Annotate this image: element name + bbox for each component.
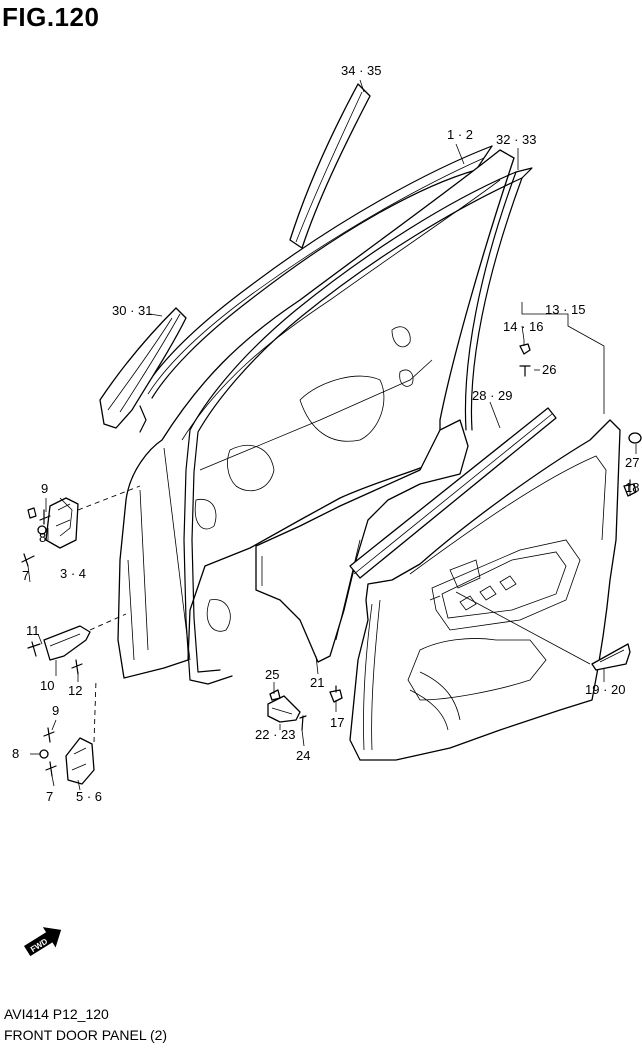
callout-34-35: 34 · 35 [341,63,381,78]
callout-18: 18 [625,480,639,495]
callout-19-20: 19 · 20 [585,682,625,697]
callout-11: 11 [26,623,40,638]
callout-1-2: 1 · 2 [447,127,473,142]
callout-8-lower: 8 [12,746,19,761]
callout-14-16: 14 · 16 [503,319,543,334]
callout-7-lower: 7 [46,789,53,804]
callout-10: 10 [40,678,54,693]
callout-3-4: 3 · 4 [60,566,86,581]
callout-8-upper: 8 [39,530,46,545]
part-cap-27 [628,432,642,444]
callout-13-15: 13 · 15 [545,302,585,317]
figure-caption: FRONT DOOR PANEL (2) [4,1027,168,1043]
callout-27: 27 [625,455,639,470]
callout-30-31: 30 · 31 [112,303,152,318]
callout-32-33: 32 · 33 [496,132,536,147]
figure-code: AVI414 P12_120 [4,1006,109,1022]
callout-9-lower: 9 [52,703,59,718]
part-upper-hinge [45,485,141,549]
part-screw-26 [519,365,531,377]
callout-labels: 34 · 35 1 · 2 32 · 33 30 · 31 13 · 15 14… [12,63,639,804]
fwd-arrow-icon: FWD [24,927,62,957]
part-door-inner-shell [117,149,515,679]
callout-7-upper: 7 [22,568,29,583]
part-lower-hinge [39,679,97,785]
part-door-weatherstrip [183,167,533,685]
part-quarter-sealer [99,307,187,433]
callout-26: 26 [542,362,556,377]
part-sash-garnish [289,83,371,249]
callout-21: 21 [310,675,324,690]
part-lock-bracket [267,689,307,731]
callout-24: 24 [296,748,310,763]
callout-17: 17 [330,715,344,730]
part-clip-17 [329,685,343,703]
callout-12: 12 [68,683,82,698]
callout-5-6: 5 · 6 [76,789,102,804]
callout-9-upper: 9 [41,481,48,496]
part-door-trim-panel [349,419,621,761]
callout-28-29: 28 · 29 [472,388,512,403]
part-outer-moulding [349,407,557,579]
figure-title: FIG.120 [2,2,100,32]
leader-lines [27,79,637,791]
callout-25: 25 [265,667,279,682]
callout-22-23: 22 · 23 [255,727,295,742]
part-waterproof-film [255,419,469,663]
fasteners-upper [21,507,51,567]
part-trim-cover [591,643,631,671]
part-clip-14 [519,340,531,355]
part-door-check [27,613,127,675]
